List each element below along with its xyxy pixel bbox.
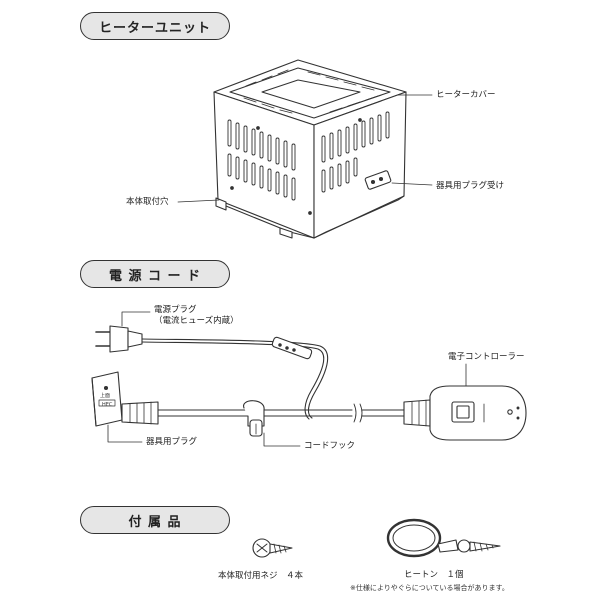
accessories-drawing bbox=[252, 518, 501, 558]
spec-note: ※仕様によりやぐらについている場合があります。 bbox=[350, 584, 509, 592]
label-screw: 本体取付用ネジ ４本 bbox=[218, 571, 304, 581]
label-cord-hook: コードフック bbox=[304, 441, 356, 451]
appliance-plug-top-text: 上面 bbox=[100, 393, 111, 399]
power-cord-drawing bbox=[91, 311, 527, 447]
label-controller: 電子コントローラー bbox=[448, 352, 525, 362]
label-heater-cover: ヒーターカバー bbox=[436, 90, 496, 100]
appliance-plug-brand-text: HEC bbox=[102, 402, 113, 408]
label-power-plug-note: （電流ヒューズ内蔵） bbox=[154, 316, 239, 326]
label-appliance-plug-socket: 器具用プラグ受け bbox=[436, 181, 505, 191]
label-power-plug: 電源プラグ bbox=[154, 305, 197, 315]
label-mount-hole: 本体取付穴 bbox=[126, 197, 169, 207]
label-heaton: ヒートン １個 bbox=[404, 570, 464, 580]
section-accessories: 付 属 品 bbox=[80, 506, 230, 534]
section-heater-unit: ヒーターユニット bbox=[80, 12, 230, 40]
label-appliance-plug: 器具用プラグ bbox=[146, 437, 198, 447]
section-power-cord: 電 源 コ ー ド bbox=[80, 260, 230, 288]
heater-unit-drawing bbox=[177, 59, 433, 239]
